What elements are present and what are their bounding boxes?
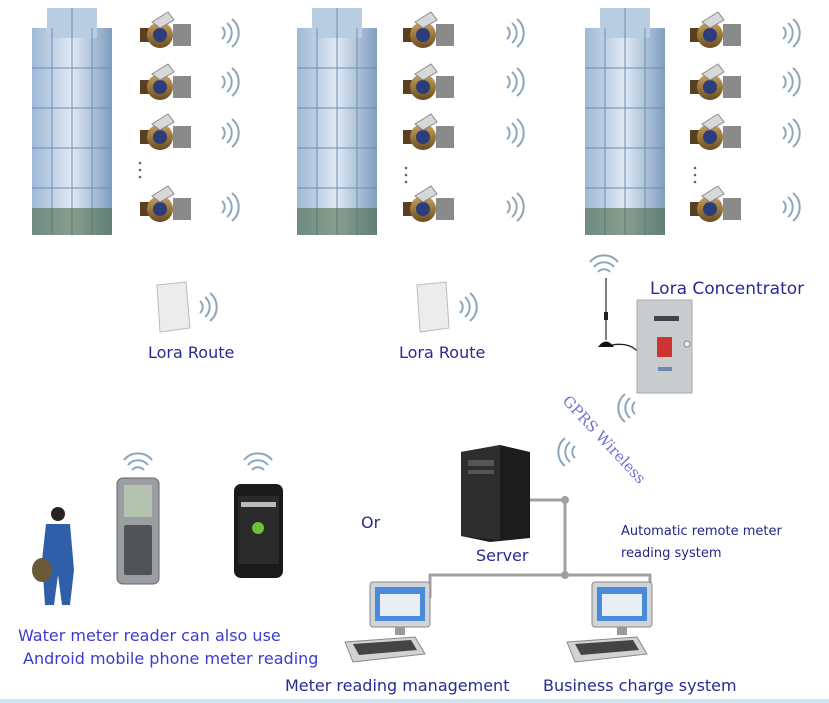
lora-route-label-1: Lora Route <box>148 343 235 362</box>
water-meter-icon <box>689 113 742 151</box>
water-meter-icon <box>402 11 455 49</box>
wireless-signal-icon <box>782 67 801 97</box>
meter-reader-person-icon <box>32 507 74 605</box>
building-group-1 <box>31 7 240 236</box>
server-label: Server <box>476 546 529 565</box>
water-meter-icon <box>402 113 455 151</box>
wireless-signal-icon <box>782 18 801 48</box>
lora-router-icon <box>156 281 218 333</box>
water-meter-icon <box>139 113 192 151</box>
wireless-signal-icon <box>506 118 525 148</box>
server-icon <box>461 445 530 542</box>
reader-line-2: Android mobile phone meter reading <box>23 649 319 668</box>
wireless-signal-icon <box>221 67 240 97</box>
water-meter-icon <box>689 63 742 101</box>
wireless-signal-icon <box>506 192 525 222</box>
lora-route-label-2: Lora Route <box>399 343 486 362</box>
reader-line-1: Water meter reader can also use <box>18 626 281 645</box>
wireless-signal-icon <box>782 118 801 148</box>
automatic-line-1: Automatic remote meter <box>621 524 782 539</box>
building-group-2 <box>296 7 525 236</box>
wireless-signal-icon <box>557 437 576 467</box>
building-icon <box>31 7 113 236</box>
water-meter-icon <box>402 185 455 223</box>
water-meter-icon <box>689 11 742 49</box>
automatic-system-label: Automatic remote meter reading system <box>621 521 782 565</box>
building-icon <box>296 7 378 236</box>
water-meter-icon <box>139 185 192 223</box>
computer-icon <box>566 581 653 663</box>
antenna-icon <box>589 254 639 353</box>
meter-reading-management-label: Meter reading management <box>285 676 510 695</box>
wireless-signal-icon <box>221 118 240 148</box>
wireless-signal-icon <box>782 192 801 222</box>
android-phone-icon <box>234 452 283 578</box>
wireless-signal-icon <box>506 18 525 48</box>
building-group-3 <box>584 7 801 236</box>
business-charge-system-label: Business charge system <box>543 676 737 695</box>
wireless-signal-icon <box>221 18 240 48</box>
water-meter-icon <box>402 63 455 101</box>
building-icon <box>584 7 666 236</box>
lora-router-icon <box>416 281 478 333</box>
computer-icon <box>344 581 431 663</box>
automatic-line-2: reading system <box>621 546 722 561</box>
concentrator-icon <box>636 299 693 394</box>
water-meter-icon <box>139 63 192 101</box>
wireless-signal-icon <box>221 192 240 222</box>
handheld-reader-icon <box>116 452 160 585</box>
wireless-signal-icon <box>506 67 525 97</box>
lora-concentrator-label: Lora Concentrator <box>650 279 805 299</box>
water-meter-icon <box>689 185 742 223</box>
water-meter-icon <box>139 11 192 49</box>
wireless-signal-icon <box>617 393 636 423</box>
or-label: Or <box>361 513 381 532</box>
